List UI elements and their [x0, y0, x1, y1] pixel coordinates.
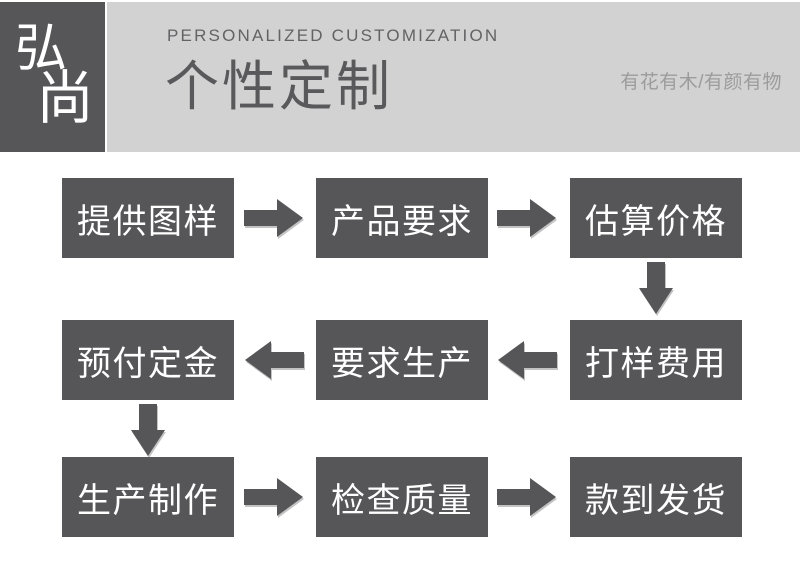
flow-step-ship-on-payment: 款到发货: [570, 457, 742, 537]
flow-step-product-requirements: 产品要求: [316, 178, 488, 258]
brand-logo: 弘 尚: [0, 2, 105, 152]
arrow-down-icon: [130, 404, 166, 457]
arrow-left-icon: [497, 340, 557, 380]
flow-step-production: 生产制作: [62, 457, 234, 537]
header-tagline: 有花有木/有颜有物: [620, 72, 782, 93]
arrow-right-icon: [497, 198, 557, 238]
flow-step-request-production: 要求生产: [316, 320, 488, 400]
arrow-right-icon: [497, 477, 557, 517]
flow-step-sample-fee: 打样费用: [570, 320, 742, 400]
flow-step-provide-design: 提供图样: [62, 178, 234, 258]
page-title: 个性定制: [165, 57, 393, 117]
flow-step-quality-check: 检查质量: [316, 457, 488, 537]
header-band: PERSONALIZED CUSTOMIZATION 个性定制 有花有木/有颜有…: [107, 2, 800, 152]
arrow-right-icon: [244, 477, 304, 517]
header-eyebrow: PERSONALIZED CUSTOMIZATION: [167, 26, 500, 45]
arrow-left-icon: [244, 340, 304, 380]
flow-step-prepay-deposit: 预付定金: [62, 320, 234, 400]
arrow-right-icon: [244, 198, 304, 238]
logo-char-shang: 尚: [36, 66, 95, 131]
flow-step-estimate-price: 估算价格: [570, 178, 742, 258]
arrow-down-icon: [638, 262, 674, 315]
logo-char-hong: 弘: [15, 20, 68, 78]
